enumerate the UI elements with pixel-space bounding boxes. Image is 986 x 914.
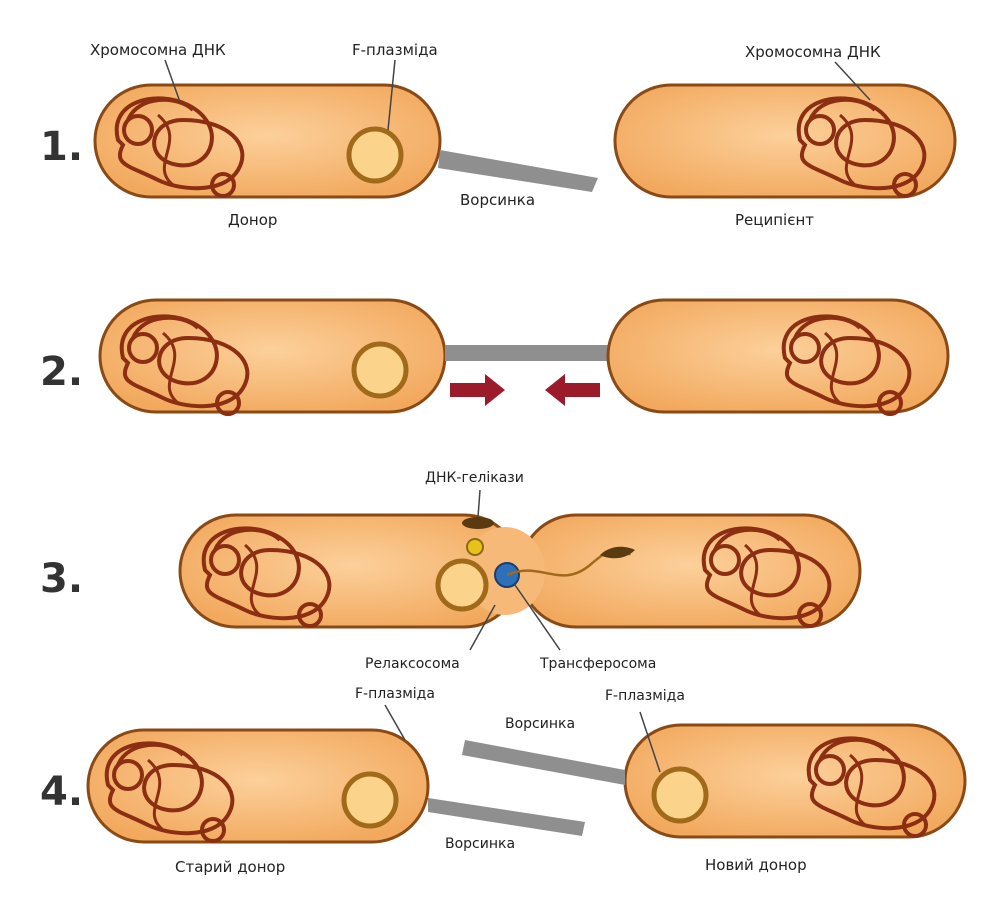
pilus-4-top: [462, 740, 625, 785]
pilus-2: [445, 345, 615, 361]
label-transferosome: Трансферосома: [539, 656, 656, 672]
pilus-4-bottom: [428, 798, 585, 836]
pilus-1: [438, 150, 598, 192]
step-2-number: 2.: [40, 349, 83, 395]
label-relaxosome: Релаксосома: [365, 656, 460, 672]
label-pilus-1: Ворсинка: [460, 191, 535, 209]
f-plasmid-1: [349, 129, 401, 181]
label-dna-helicase: ДНК-гелікази: [425, 470, 524, 486]
f-plasmid-2: [354, 344, 406, 396]
arrow-left: [545, 374, 600, 406]
label-old-donor: Старий донор: [175, 858, 285, 876]
label-donor: Донор: [228, 211, 277, 229]
step-3-number: 3.: [40, 556, 83, 602]
step-1-number: 1.: [40, 124, 83, 170]
label-f-plasmid-4-right: F-плазміда: [605, 688, 685, 704]
label-recipient-chromosome: Хромосомна ДНК: [745, 43, 881, 61]
f-plasmid-4-left: [344, 774, 396, 826]
recipient-cell-3: [520, 515, 860, 627]
f-plasmid-4-right: [654, 769, 706, 821]
label-pilus-4-bottom: Ворсинка: [445, 836, 515, 852]
recipient-cell-1: [615, 85, 955, 197]
label-f-plasmid-1: F-плазміда: [352, 41, 438, 59]
label-new-donor: Новий донор: [705, 856, 807, 874]
label-recipient: Реципієнт: [735, 211, 814, 229]
relaxosome: [467, 539, 483, 555]
dna-helicase: [462, 517, 494, 529]
label-donor-chromosome: Хромосомна ДНК: [90, 41, 226, 59]
arrow-right: [450, 374, 505, 406]
label-pilus-4-top: Ворсинка: [505, 716, 575, 732]
f-plasmid-3: [438, 561, 486, 609]
step-4-number: 4.: [40, 769, 83, 815]
label-f-plasmid-4-left: F-плазміда: [355, 686, 435, 702]
